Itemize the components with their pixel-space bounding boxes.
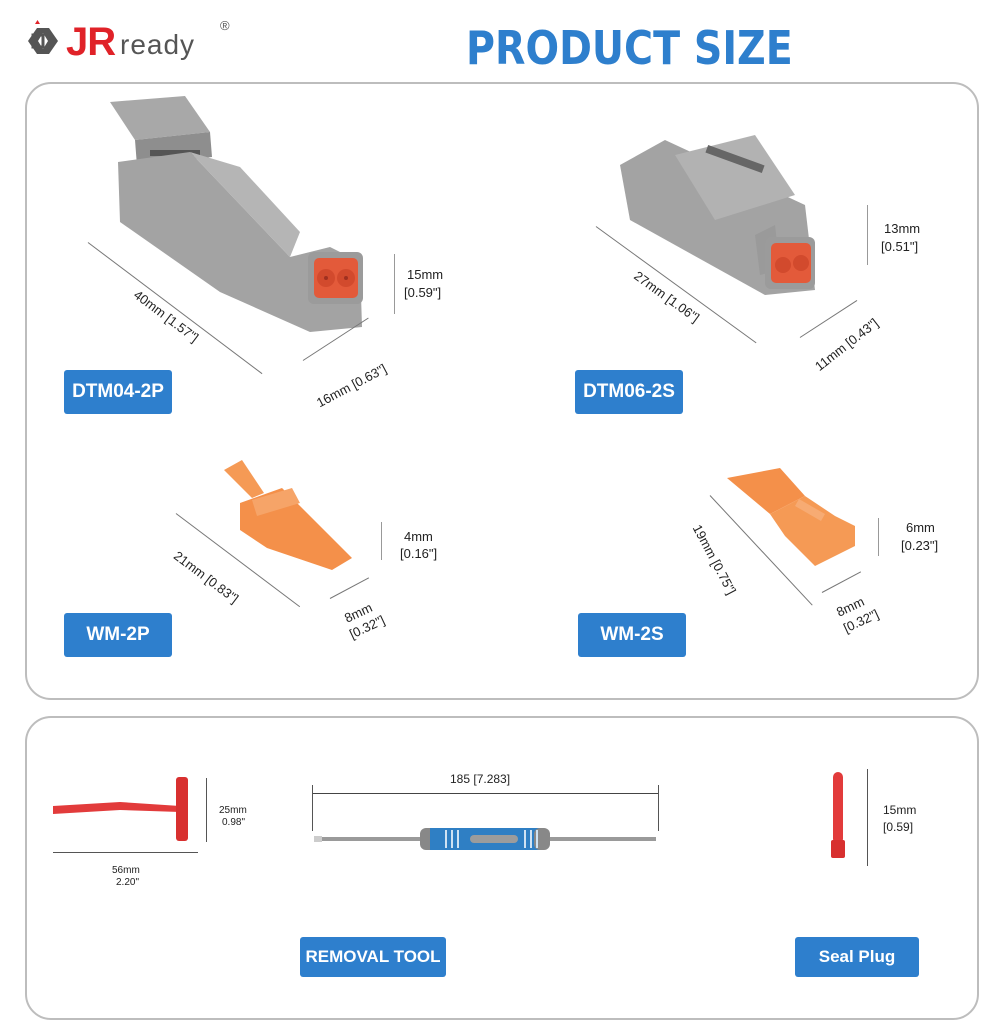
wm2s-height-mm: 6mm: [906, 520, 935, 535]
seal-plug-badge: Seal Plug: [795, 937, 919, 977]
dtm06-height-mm: 13mm: [884, 221, 921, 236]
dtm06-height-in: [0.51"]: [881, 239, 919, 254]
removal-tool-badge: REMOVAL TOOL: [300, 937, 446, 977]
small-tool-height-in: 0.98": [222, 817, 246, 828]
dimension-line: [394, 254, 395, 314]
dtm04-height-in: [0.59"]: [404, 285, 442, 300]
wedgelock-icon: [224, 460, 352, 570]
small-removal-tool-icon: [53, 777, 188, 841]
brand-ready: ready: [120, 29, 196, 60]
dimension-line: [658, 785, 659, 831]
wm2p-height-in: [0.16"]: [400, 546, 438, 561]
dimension-line: [313, 793, 658, 794]
dimension-line: [206, 778, 207, 842]
page-title: PRODUCT SIZE: [466, 21, 793, 75]
small-tool-height-mm: 25mm: [219, 805, 247, 816]
dimension-line: [381, 522, 382, 560]
wm2s-height-in: [0.23"]: [901, 538, 939, 553]
registered-mark: ®: [220, 18, 230, 33]
dtm04-2p-badge: DTM04-2P: [64, 370, 172, 414]
removal-tool-length: 185 [7.283]: [450, 772, 511, 786]
small-tool-length-mm: 56mm: [112, 865, 140, 876]
wm2p-height-mm: 4mm: [404, 529, 433, 544]
dimension-line: [867, 205, 868, 265]
seal-plug-height-in: [0.59]: [883, 820, 914, 834]
dimension-line: [867, 769, 868, 866]
seal-plug-icon: [831, 772, 845, 858]
brand-jr: JR: [66, 20, 116, 64]
jr-logo-mark-icon: [28, 20, 58, 54]
dimension-line: [53, 852, 198, 853]
brand-logo: JR ready ®: [24, 14, 230, 70]
wm-2s-badge: WM-2S: [578, 613, 686, 657]
small-tool-length-in: 2.20": [116, 877, 140, 888]
dimension-line: [312, 785, 313, 831]
removal-tool-icon: [314, 828, 656, 850]
dimension-line: [878, 518, 879, 556]
dtm06-2s-badge: DTM06-2S: [575, 370, 683, 414]
wm-2p-badge: WM-2P: [64, 613, 172, 657]
dtm04-height-mm: 15mm: [407, 267, 444, 282]
seal-plug-height-mm: 15mm: [883, 803, 917, 817]
wedgelock-icon: [727, 468, 855, 566]
female-connector-icon: [620, 135, 815, 295]
male-connector-icon: [110, 96, 363, 332]
